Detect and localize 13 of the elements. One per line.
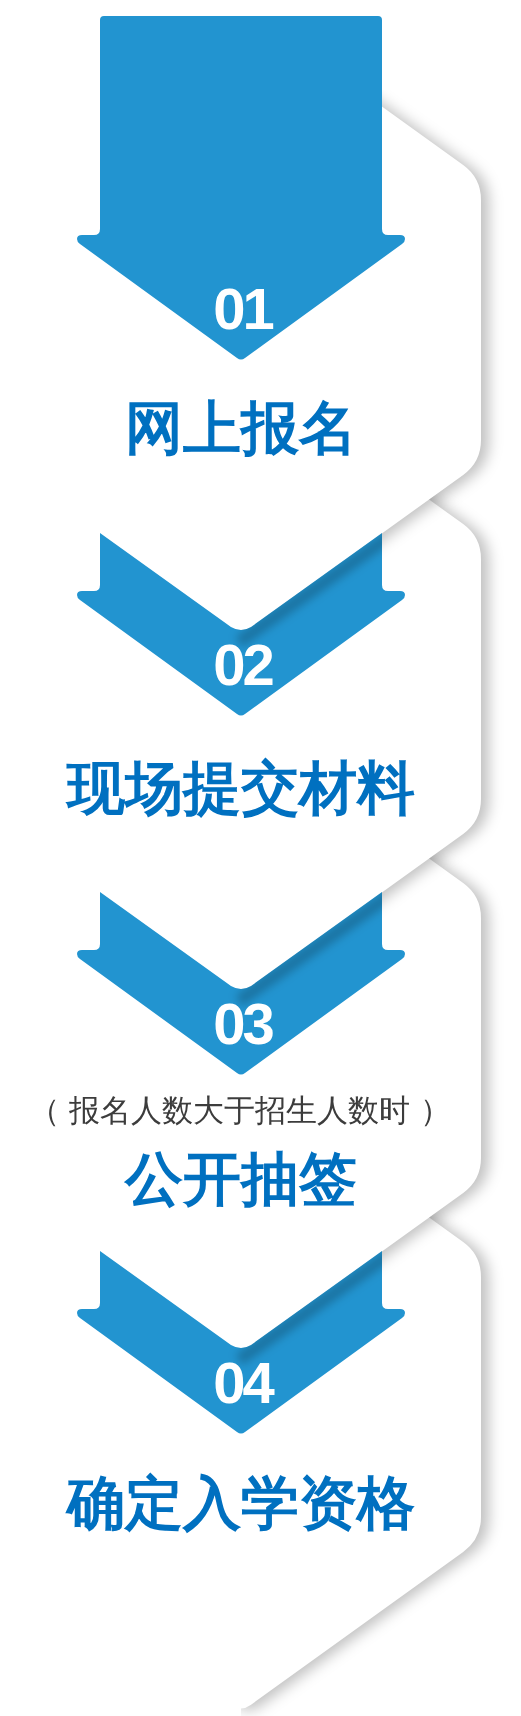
chevron <box>77 892 405 1076</box>
step-number: 01 <box>212 280 272 338</box>
step-number: 02 <box>212 636 272 694</box>
step-note: （ 报名人数大于招生人数时 ） <box>28 1095 452 1126</box>
step-title: 网上报名 <box>125 399 357 457</box>
chevron <box>77 1251 405 1435</box>
step-number: 04 <box>212 1354 272 1412</box>
down-arrow <box>77 16 405 361</box>
chevron <box>77 533 405 717</box>
step-title: 现场提交材料 <box>67 759 415 817</box>
step-title: 确定入学资格 <box>67 1474 415 1532</box>
step-title: 公开抽签 <box>125 1150 357 1208</box>
step-number: 03 <box>212 995 272 1053</box>
